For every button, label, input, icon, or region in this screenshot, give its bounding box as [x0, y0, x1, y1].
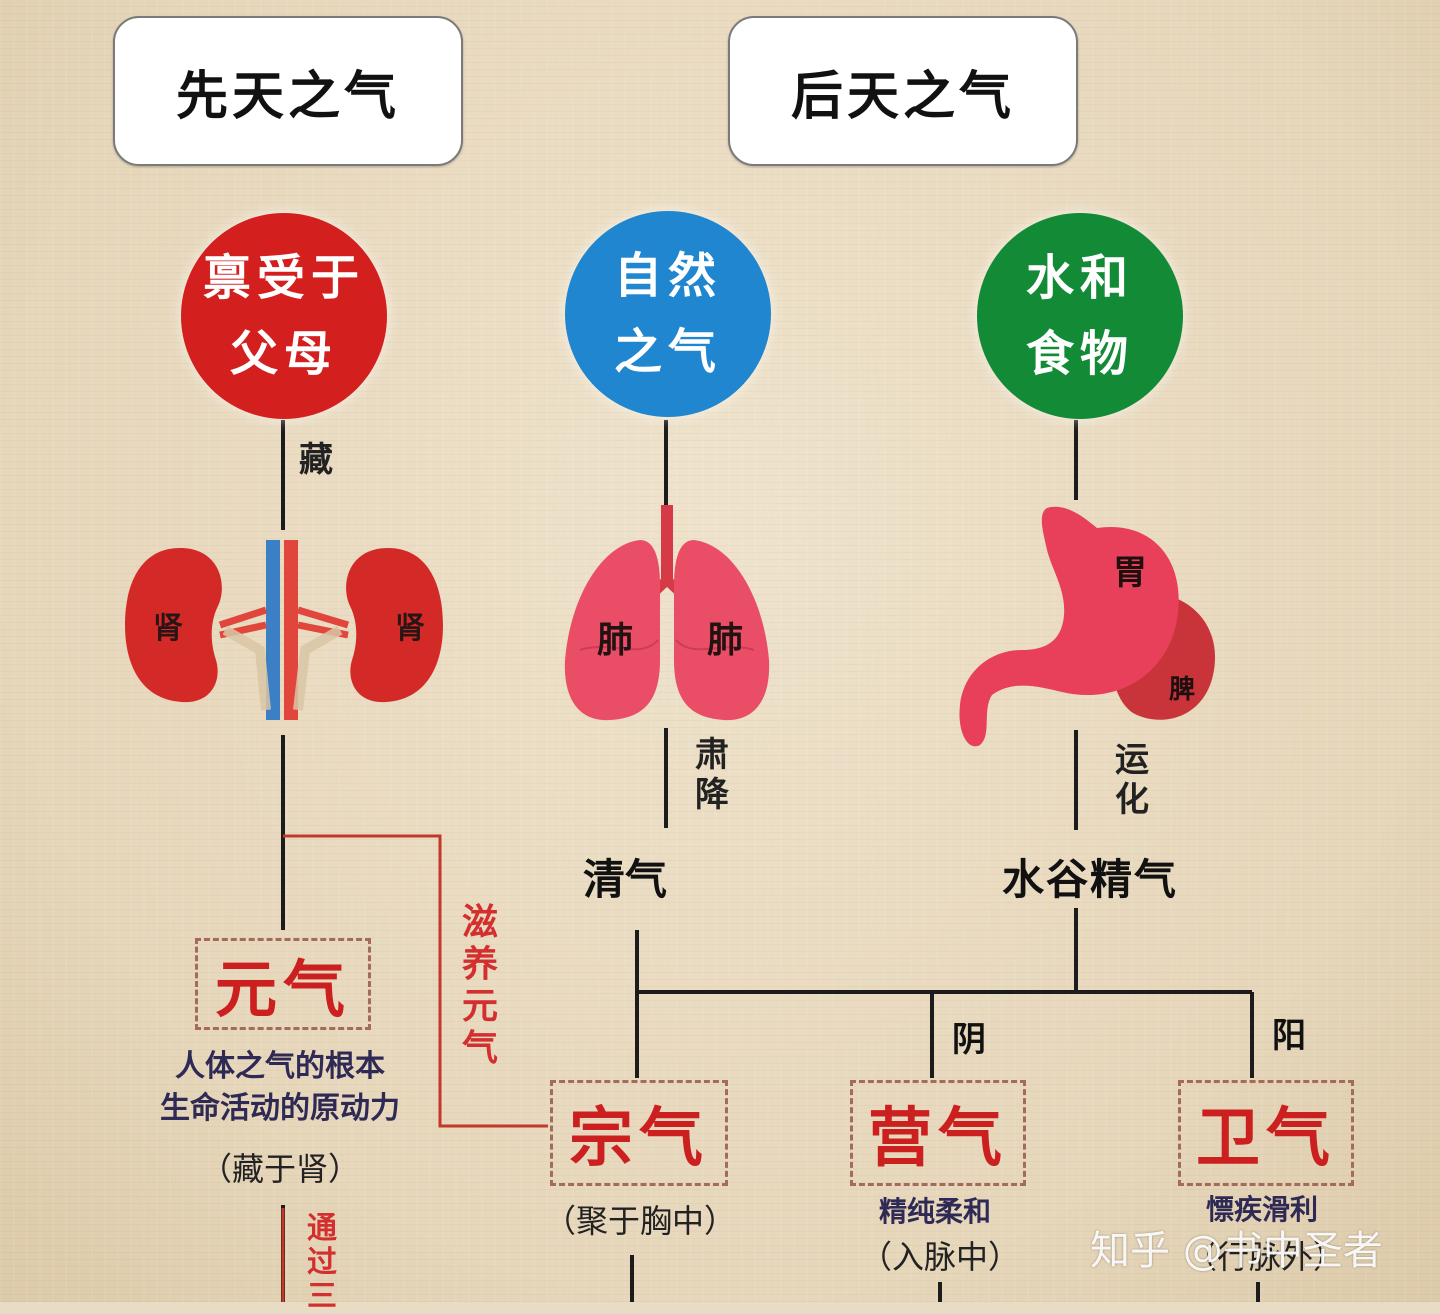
food-line1: 水和: [1025, 250, 1134, 306]
label-transform: 运化: [1115, 740, 1149, 820]
wei-qi-location: （行脉外）: [1184, 1238, 1345, 1276]
kidney-left-label: 肾: [153, 611, 183, 646]
wei-qi-name: 卫气: [1196, 1102, 1336, 1176]
wei-qi-box: 卫气: [1178, 1080, 1354, 1186]
ying-qi-description: 精纯柔和: [878, 1195, 991, 1228]
label-descend: 肃降: [695, 735, 729, 815]
label-nourish-yuan: 滋养元气: [461, 902, 498, 1069]
label-store: 藏: [299, 440, 333, 480]
spleen-label: 脾: [1168, 675, 1195, 705]
aorta-icon: [284, 540, 298, 720]
lung-right-label: 肺: [707, 620, 743, 661]
label-pass-through: 通过三: [307, 1211, 337, 1314]
ying-qi-name: 营气: [868, 1102, 1008, 1176]
yuan-qi-box: 元气: [195, 938, 371, 1030]
label-yang: 阳: [1272, 1016, 1306, 1056]
trachea-icon: [661, 505, 673, 585]
label-yin: 阴: [952, 1020, 986, 1060]
label-clear-qi: 清气: [583, 855, 668, 904]
zong-qi-name: 宗气: [569, 1102, 709, 1176]
kidney-right-icon: [346, 548, 443, 703]
kidney-right-label: 肾: [395, 611, 425, 646]
source-water-food-circle: 水和 食物: [977, 213, 1183, 419]
zong-qi-box: 宗气: [550, 1080, 728, 1186]
stomach-label: 胃: [1113, 553, 1147, 593]
yuan-qi-desc-line1: 人体之气的根本: [175, 1049, 385, 1084]
parents-line2: 父母: [229, 326, 338, 382]
stomach-icon: [959, 506, 1179, 747]
header-acquired-qi: 后天之气: [728, 16, 1078, 166]
ying-qi-location: （入脉中）: [859, 1238, 1020, 1276]
vena-cava-icon: [266, 540, 280, 720]
food-line2: 食物: [1025, 326, 1134, 382]
yuan-qi-desc-line2: 生命活动的原动力: [160, 1091, 400, 1126]
source-nature-air-circle: 自然 之气: [565, 211, 771, 417]
header-innate-qi: 先天之气: [113, 16, 463, 166]
zong-qi-location: （聚于胸中）: [543, 1202, 736, 1240]
nature-line1: 自然: [613, 248, 722, 304]
yuan-qi-name: 元气: [214, 953, 351, 1026]
lung-right-icon: [674, 540, 770, 721]
nature-line2: 之气: [613, 324, 722, 380]
kidneys-illustration: 肾 肾: [125, 540, 443, 720]
zhihu-watermark: 知乎 @书中圣者: [1090, 1228, 1383, 1274]
source-parents-circle: 禀受于 父母: [181, 213, 387, 419]
lung-left-label: 肺: [597, 620, 633, 661]
yuan-qi-location: （藏于肾）: [199, 1150, 360, 1188]
yuan-qi-description: 人体之气的根本 生命活动的原动力: [130, 1046, 430, 1130]
stomach-illustration: 胃 脾: [959, 506, 1216, 747]
ying-qi-box: 营气: [850, 1080, 1026, 1186]
header-acquired-label: 后天之气: [790, 66, 1015, 127]
label-grain-essence: 水谷精气: [1002, 855, 1179, 904]
lungs-illustration: 肺 肺: [564, 505, 770, 721]
kidney-left-icon: [125, 548, 222, 703]
red-connector-nourish: [283, 834, 548, 1128]
lung-left-icon: [564, 540, 660, 721]
header-innate-label: 先天之气: [175, 66, 400, 127]
parents-line1: 禀受于: [202, 250, 365, 306]
wei-qi-description: 慓疾滑利: [1205, 1193, 1318, 1226]
